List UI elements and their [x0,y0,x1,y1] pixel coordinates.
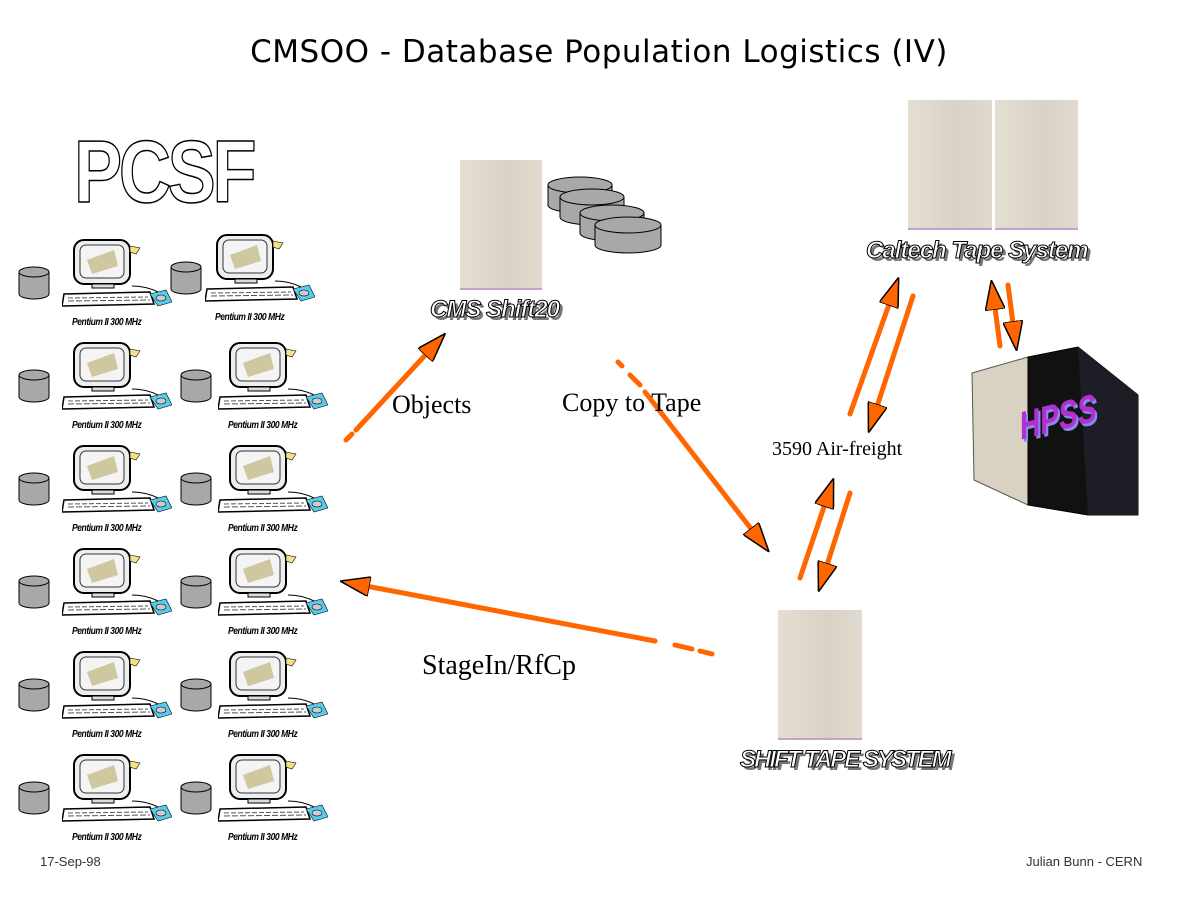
shift-tape-server [778,610,862,740]
shift-tape-label: SHIFT TAPE SYSTEM [740,746,953,774]
pc-disk-icon [180,678,212,712]
stagein-arrow [345,582,658,644]
pc-disk-icon [180,575,212,609]
pc-disk-icon [18,472,50,506]
pc-workstation-icon [61,650,192,730]
pc-disk-icon [18,678,50,712]
slide-title: CMSOO - Database Population Logistics (I… [250,34,948,70]
pc-workstation-icon [217,753,348,833]
pc-workstation-icon [217,650,348,730]
copy-to-tape-label: Copy to Tape [562,388,702,417]
caltech-server-1 [908,100,992,230]
pc-node-label: Pentium II 300 MHz [228,420,298,431]
pc-workstation-icon [217,547,348,627]
stagein-arrow-dash [697,648,715,657]
footer-date: 17-Sep-98 [40,854,101,869]
air-freight-label: 3590 Air-freight [772,438,903,460]
cms-shift20-disks [547,176,662,254]
pc-workstation-icon [204,233,335,313]
pc-workstation-icon [61,238,192,318]
pc-disk-icon [18,369,50,403]
air-down-arrow [870,293,916,428]
pc-node-label: Pentium II 300 MHz [72,832,142,843]
pcsf-label: PCSF [73,122,257,221]
pc-disk-icon [180,472,212,506]
air-down-arrow-lower [820,490,853,587]
pc-disk-icon [18,781,50,815]
pc-workstation-icon [217,444,348,524]
pc-node-label: Pentium II 300 MHz [72,523,142,534]
hpss-up-arrow [992,285,1000,349]
pc-node-label: Pentium II 300 MHz [228,832,298,843]
pc-node-label: Pentium II 300 MHz [228,626,298,637]
air-up-arrow [847,282,900,417]
footer-author: Julian Bunn - CERN [1026,854,1143,869]
hpss-cabinet [971,346,1139,516]
pc-disk-icon [18,266,50,300]
pc-disk-icon [180,369,212,403]
objects-arrow-dash [343,431,355,443]
caltech-tape-label: Caltech Tape System [866,237,1090,265]
pc-node-label: Pentium II 300 MHz [72,626,142,637]
pc-workstation-icon [61,547,192,627]
pc-node-label: Pentium II 300 MHz [215,312,285,323]
pc-node-label: Pentium II 300 MHz [72,729,142,740]
stagein-label: StageIn/RfCp [422,650,576,681]
objects-label: Objects [392,390,472,419]
copy-to-tape-arrow [642,389,766,548]
copy-arrow-dash [615,359,625,369]
pc-disk-icon [180,781,212,815]
pc-workstation-icon [61,444,192,524]
pc-node-label: Pentium II 300 MHz [228,523,298,534]
cms-shift20-label: CMS Shift20 [429,296,560,324]
pc-workstation-icon [61,753,192,833]
air-up-arrow-lower [797,483,835,581]
objects-arrow [353,337,442,433]
cms-shift20-server [460,160,542,290]
pc-workstation-icon [61,341,192,421]
pc-disk-icon [18,575,50,609]
pc-workstation-icon [217,341,348,421]
pc-node-label: Pentium II 300 MHz [72,420,142,431]
pc-node-label: Pentium II 300 MHz [72,317,142,328]
pc-disk-icon [170,261,202,295]
caltech-server-2 [995,100,1078,230]
hpss-down-arrow [1008,282,1016,346]
pc-node-label: Pentium II 300 MHz [228,729,298,740]
